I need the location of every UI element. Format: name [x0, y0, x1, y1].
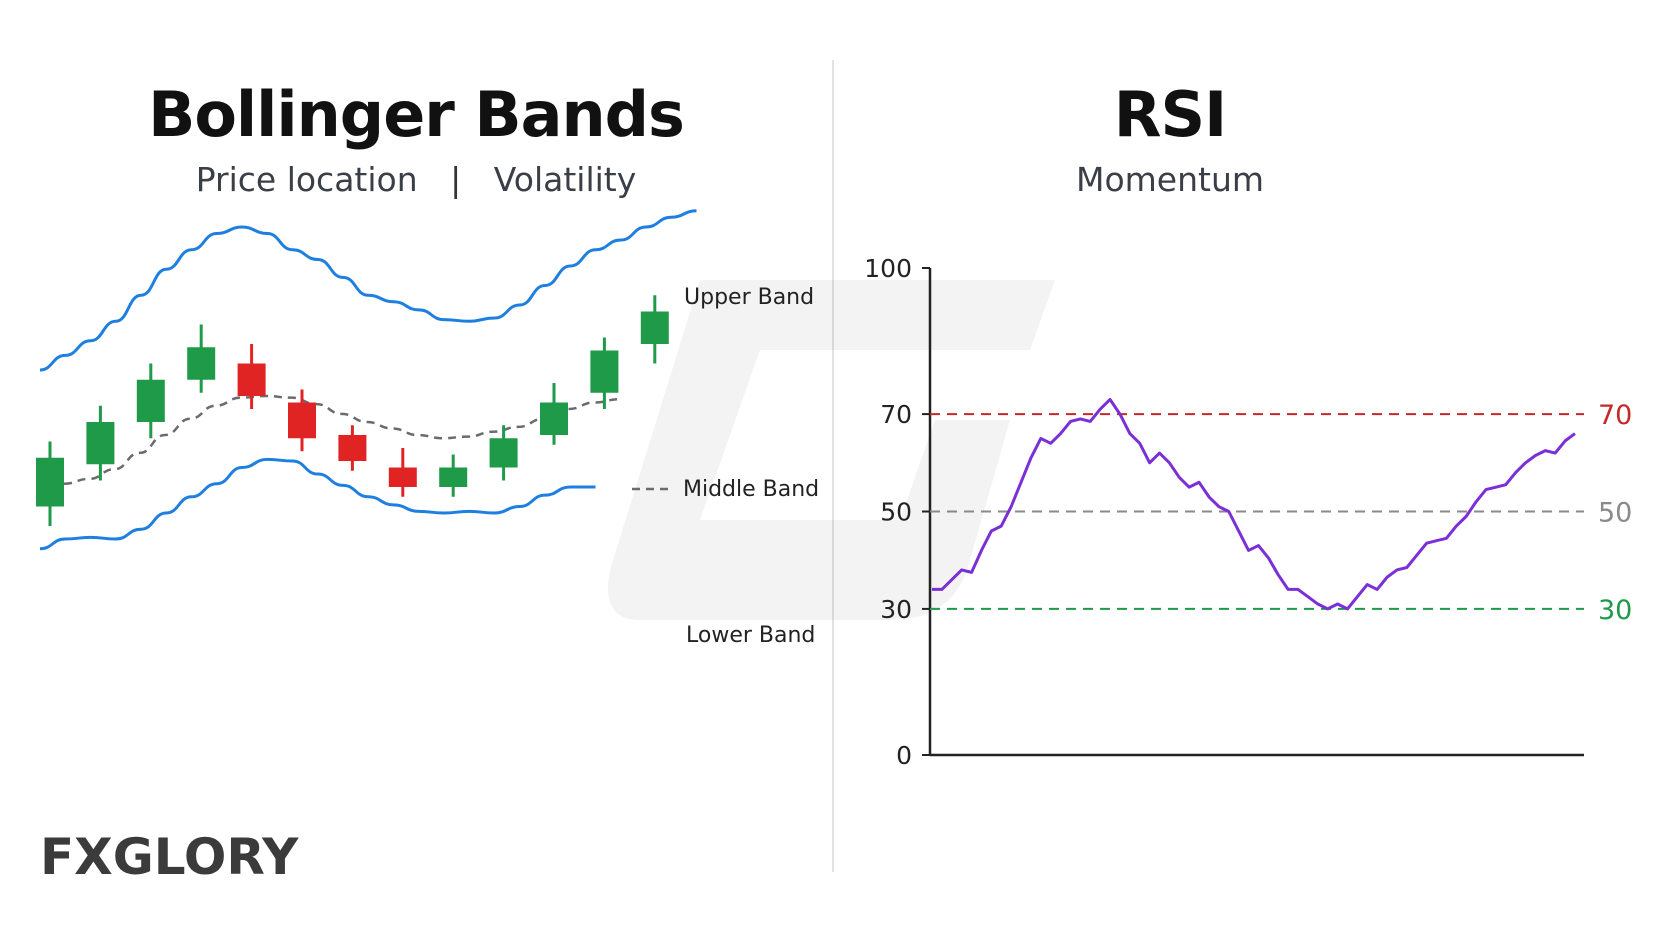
- candle-body: [288, 402, 316, 439]
- lower-band-line: [39, 457, 596, 551]
- middle-band-label: Middle Band: [683, 477, 819, 502]
- bollinger-subtitle: Price location | Volatility: [0, 160, 832, 199]
- subtitle-separator: |: [450, 160, 462, 199]
- brand-logo: FXGLORY: [40, 828, 299, 886]
- candle-body: [590, 350, 619, 393]
- rsi-level-label-30: 30: [1598, 595, 1632, 626]
- rsi-level-label-70: 70: [1598, 400, 1632, 431]
- candle-body: [388, 467, 417, 487]
- candle-body: [439, 467, 468, 487]
- watermark-logo: [608, 280, 1055, 620]
- rsi-title: RSI: [1113, 78, 1227, 151]
- candle-body: [640, 311, 669, 344]
- watermark-shape: [608, 280, 1055, 620]
- rsi-subtitle: Momentum: [1075, 160, 1265, 199]
- candle-body: [86, 422, 115, 465]
- bollinger-title: Bollinger Bands: [148, 78, 685, 151]
- rsi-tick-label: 30: [880, 595, 912, 624]
- candle-body: [540, 402, 568, 435]
- candle-body: [136, 379, 165, 422]
- candle-body: [338, 435, 367, 461]
- middle-band-line: [63, 394, 620, 485]
- upper-band-line: [39, 209, 697, 372]
- rsi-tick-label: 50: [880, 498, 912, 527]
- subtitle-volatility: Volatility: [493, 160, 637, 199]
- panel-divider: [832, 60, 834, 872]
- rsi-line: [932, 397, 1576, 611]
- candle-body: [489, 438, 518, 468]
- rsi-tick-label: 100: [864, 254, 912, 283]
- upper-band-label: Upper Band: [684, 285, 814, 310]
- rsi-tick-label: 0: [896, 741, 912, 770]
- candle-body: [237, 363, 266, 396]
- candle-body: [36, 457, 64, 507]
- rsi-tick-label: 70: [880, 400, 912, 429]
- rsi-level-label-50: 50: [1598, 498, 1632, 529]
- subtitle-price-location: Price location: [195, 160, 418, 199]
- candle-body: [187, 347, 216, 380]
- lower-band-label: Lower Band: [686, 623, 815, 648]
